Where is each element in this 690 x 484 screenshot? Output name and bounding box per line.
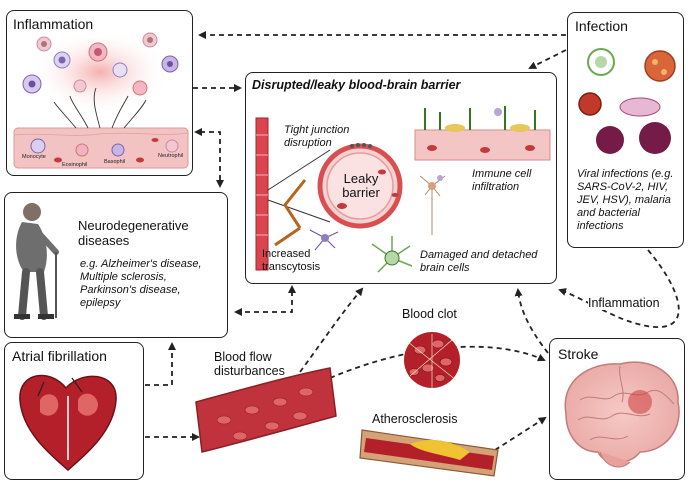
neurodegenerative-title: Neurodegenerative diseases: [78, 218, 189, 248]
arrow-inflammation-to-bbb: [558, 249, 680, 328]
arrow-inflammation-neuro: [194, 128, 224, 188]
bbb-illustration: [255, 106, 551, 273]
arrow-afib-to-neuro: [145, 342, 176, 386]
infection-title: Infection: [575, 18, 628, 34]
damaged-cells-label: Damaged and detached brain cells: [420, 249, 538, 274]
atrial-fibrillation-title: Atrial fibrillation: [12, 348, 107, 364]
arrow-atherosclerosis-to-stroke: [494, 416, 547, 451]
immune-infiltration-label: Immune cell infiltration: [472, 168, 532, 193]
bloodflow-vessel-illustration: [195, 367, 337, 453]
transcytosis-label: Increased transcytosis: [262, 248, 321, 273]
cell-label-monocyte: Monocyte: [22, 154, 46, 160]
inflammation-illustration: Monocyte Eosinophil Basophil Neutrophil: [13, 30, 189, 169]
brain-illustration: [564, 361, 680, 468]
elderly-person-illustration: [14, 203, 59, 320]
arrow-infection-to-bbb: [528, 49, 567, 69]
cell-label-basophil: Basophil: [104, 159, 125, 165]
cell-label-eosinophil: Eosinophil: [62, 162, 87, 168]
blood-clot-label: Blood clot: [402, 307, 457, 321]
inflammation-arrow-label: Inflammation: [588, 296, 660, 310]
cell-label-neutrophil: Neutrophil: [158, 153, 183, 159]
neurodegenerative-examples: e.g. Alzheimer's disease, Multiple scler…: [80, 258, 202, 309]
blood-flow-label: Blood flow disturbances: [214, 350, 285, 378]
infection-description: Viral infections (e.g. SARS-CoV-2, HIV, …: [577, 168, 674, 232]
inflammation-title: Inflammation: [13, 16, 94, 32]
pathogens-illustration: [578, 48, 676, 154]
leaky-barrier-label: Leaky barrier: [342, 171, 380, 200]
atherosclerosis-label: Atherosclerosis: [372, 412, 458, 426]
arrow-stroke-to-bbb: [514, 288, 549, 354]
heart-illustration: [19, 374, 117, 471]
tight-junction-label: Tight junction disruption: [284, 124, 350, 149]
bbb-title: Disrupted/leaky blood-brain barrier: [252, 78, 461, 92]
atherosclerosis-illustration: [359, 429, 499, 477]
arrow-bbb-neuro: [234, 285, 296, 316]
blood-clot-illustration: [404, 332, 460, 388]
stroke-title: Stroke: [558, 346, 599, 362]
arrow-bloodflow-to-bbb: [299, 287, 364, 373]
